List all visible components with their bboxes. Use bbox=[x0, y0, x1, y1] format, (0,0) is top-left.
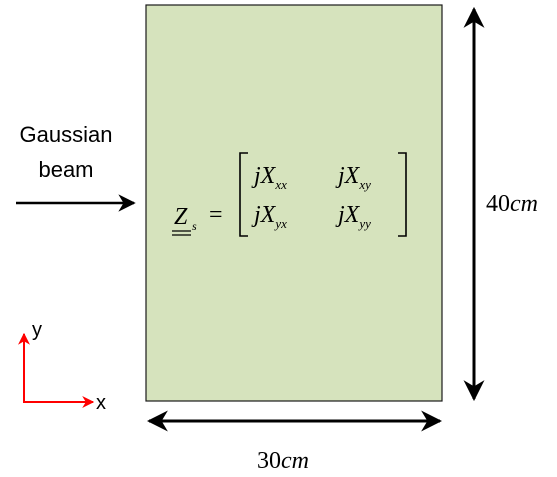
matrix-left-bracket bbox=[239, 152, 248, 237]
matrix-entry-yx: jXyx bbox=[251, 202, 287, 231]
matrix-entry-xy: jXxy bbox=[335, 163, 371, 192]
matrix-right-bracket bbox=[398, 152, 407, 237]
width-dimension-label: 30cm bbox=[257, 448, 309, 474]
matrix-entry-yy: jXyy bbox=[335, 202, 371, 231]
impedance-equation: Z s = jXxx jXxy jXyx jXyy bbox=[172, 152, 407, 237]
matrix-entry-xx: jXxx bbox=[251, 163, 287, 192]
beam-label-line1: Gaussian bbox=[20, 122, 113, 147]
impedance-symbol: Z bbox=[174, 204, 188, 230]
equals-sign: = bbox=[209, 202, 223, 228]
height-dimension-label: 40cm bbox=[486, 191, 538, 217]
x-axis-label: x bbox=[96, 392, 106, 414]
coordinate-axes: y x bbox=[18, 319, 106, 414]
y-axis-label: y bbox=[32, 319, 42, 341]
impedance-subscript: s bbox=[192, 219, 197, 233]
beam-label-line2: beam bbox=[38, 157, 93, 182]
impedance-surface-sheet bbox=[145, 4, 443, 402]
